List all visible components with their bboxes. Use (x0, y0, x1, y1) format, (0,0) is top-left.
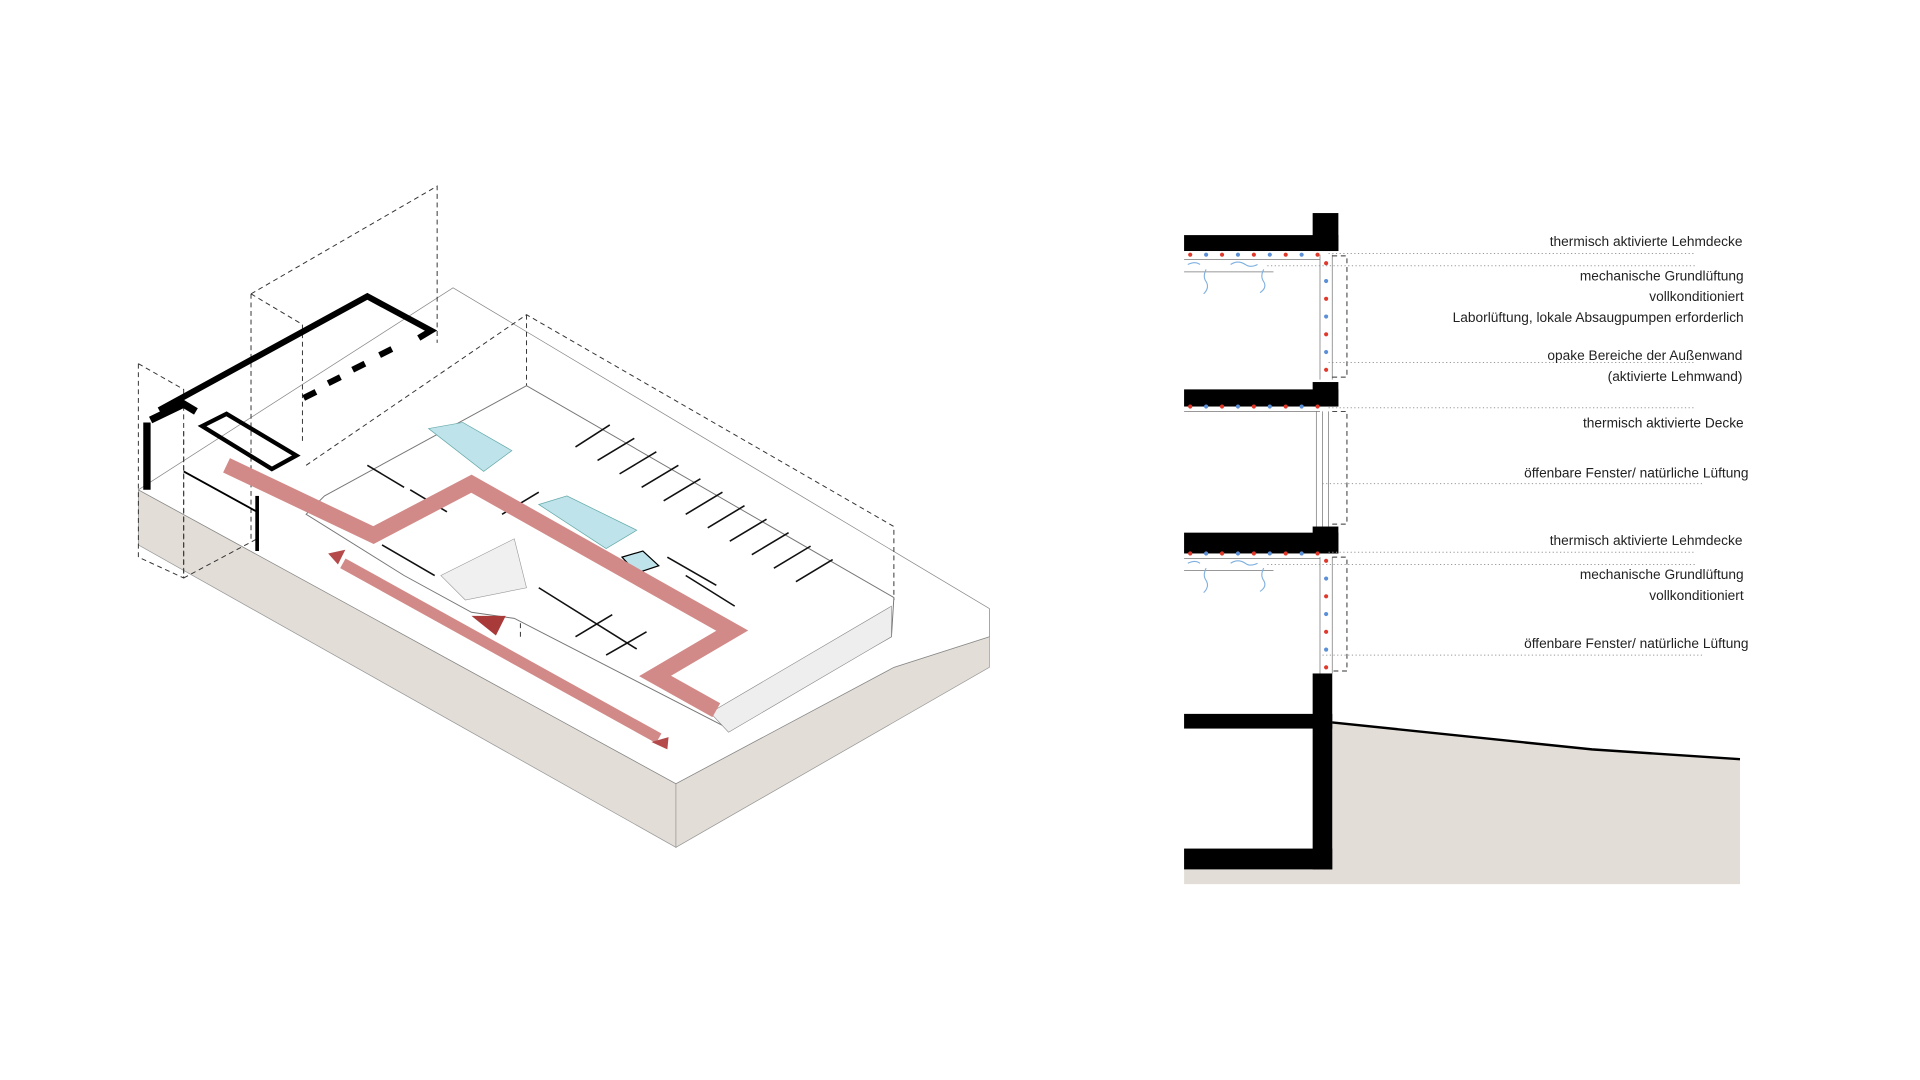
pipe-dot (1324, 594, 1329, 599)
leader-lines (1267, 252, 1705, 656)
label-mech-ventilation-lower: mechanische Grundlüftung (1580, 567, 1744, 582)
pipe-dot (1299, 404, 1304, 409)
floor-slab-2-edge (1312, 382, 1339, 407)
label-mech-ventilation: mechanische Grundlüftung (1580, 268, 1744, 283)
floor-slab-2 (1184, 389, 1339, 407)
pipe-dot (1324, 647, 1329, 652)
existing-building-walls (143, 292, 438, 552)
pipe-dot (1235, 404, 1241, 409)
pipe-dot (1324, 261, 1329, 266)
ground-slab (1184, 713, 1333, 729)
pipe-dot (1235, 551, 1241, 556)
pipe-dot (1299, 551, 1304, 556)
label-roof-clay-ceiling: thermisch aktivierte Lehmdecke (1550, 234, 1743, 249)
floor-slab-1 (1184, 532, 1339, 554)
pipe-dot (1188, 404, 1193, 409)
pipe-dot (1324, 629, 1329, 634)
pipe-dot (1324, 558, 1329, 563)
pipe-dot (1188, 551, 1193, 556)
label-opaque-wall: opake Bereiche der Außenwand (1547, 348, 1742, 363)
pipe-dot (1324, 296, 1329, 301)
pipe-dot (1324, 367, 1329, 372)
pipe-dot (1283, 404, 1288, 409)
direction-arrow (328, 549, 669, 750)
ground-column (1312, 673, 1333, 870)
floor-slab-1-edge (1312, 526, 1339, 554)
label-clay-ceiling-lower: thermisch aktivierte Lehmdecke (1550, 533, 1743, 548)
pipe-dot (1315, 551, 1320, 556)
ground-line (1332, 721, 1741, 761)
pipe-dot (1219, 551, 1225, 556)
pipe-dot (1267, 404, 1272, 409)
pipe-dot (1324, 278, 1329, 284)
pipe-dot (1324, 332, 1329, 337)
stair-core-1 (427, 422, 513, 472)
roof-slab (1184, 235, 1339, 252)
pipe-dot (1283, 551, 1288, 556)
circulation-path (223, 458, 749, 718)
air-flow-icons (1187, 261, 1266, 594)
dimension-brackets (1332, 255, 1348, 672)
pipe-dot (1204, 252, 1209, 257)
pipe-dot (1219, 404, 1225, 409)
pipe-dot (1188, 252, 1193, 257)
pipe-dot (1299, 252, 1304, 257)
axonometric-view (137, 185, 990, 848)
label-lab-ventilation: Laborlüftung, lokale Absaugpumpen erford… (1453, 310, 1744, 325)
section-labels: thermisch aktivierte Lehmdecke mechanisc… (1453, 234, 1749, 651)
pipe-dot (1204, 404, 1209, 409)
pipe-dot (1251, 551, 1256, 556)
pipe-dot (1324, 612, 1329, 617)
label-activated-clay-wall: (aktivierte Lehmwand) (1608, 369, 1743, 384)
pipe-dot (1251, 404, 1256, 409)
pipe-dot (1324, 665, 1329, 670)
arrowhead-start-icon (328, 549, 346, 565)
pipe-dot (1235, 252, 1241, 257)
pipe-dot (1283, 252, 1288, 257)
label-fully-conditioned: vollkonditioniert (1649, 289, 1744, 304)
pipe-dot (1324, 349, 1329, 355)
basement-slab (1184, 848, 1333, 870)
pipe-dot (1219, 252, 1225, 257)
label-activated-ceiling: thermisch aktivierte Decke (1583, 415, 1744, 430)
dashed-volume-outlines (137, 185, 895, 637)
pipe-dot (1267, 252, 1272, 257)
pipe-dot (1324, 576, 1329, 581)
label-openable-windows: öffenbare Fenster/ natürliche Lüftung (1524, 466, 1748, 481)
ground-fill (1184, 722, 1740, 885)
pipe-dot (1324, 314, 1329, 319)
label-openable-windows-lower: öffenbare Fenster/ natürliche Lüftung (1524, 636, 1748, 651)
ceiling-lines (1184, 254, 1333, 674)
thermal-pipes (1188, 252, 1329, 670)
facade-glazing-courtyard (440, 538, 527, 601)
pipe-dot (1251, 252, 1256, 257)
pipe-dot (1267, 551, 1272, 556)
pipe-dot (1315, 404, 1320, 409)
facade-glazing (709, 605, 892, 733)
arrowhead-end-icon (651, 737, 669, 750)
section-view: thermisch aktivierte Lehmdecke mechanisc… (1184, 213, 1749, 885)
pipe-dot (1315, 252, 1320, 257)
stair-core-2 (537, 495, 638, 550)
entrance-triangle-icon (471, 615, 506, 636)
pipe-dot (1204, 551, 1209, 556)
label-fully-conditioned-lower: vollkonditioniert (1649, 588, 1744, 603)
roof-parapet (1312, 213, 1339, 252)
